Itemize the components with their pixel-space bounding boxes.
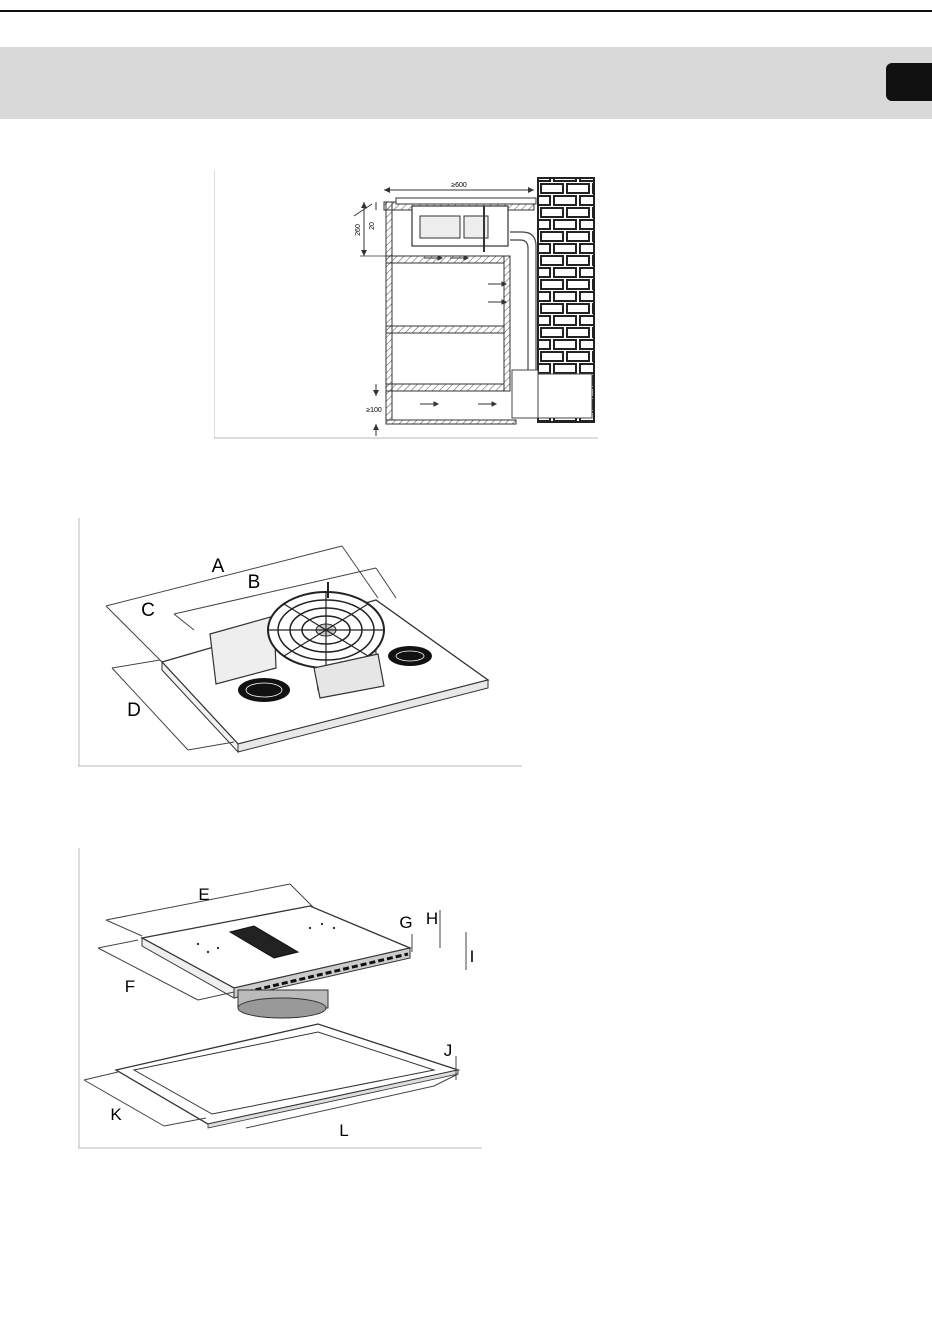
dim-gap-label: 20 (369, 222, 376, 230)
dim-bottom-label: ≥100 (366, 407, 382, 414)
label-i: I (470, 947, 475, 966)
extractor-fan (268, 582, 384, 668)
label-h: H (426, 909, 438, 928)
language-tab (886, 63, 932, 101)
label-f: F (125, 977, 135, 996)
dim-height-label: 260 (355, 224, 362, 236)
label-a: A (212, 556, 225, 577)
hob-cutout-drawing: E F G H I J K L (78, 848, 482, 1150)
label-g: G (399, 913, 412, 932)
label-b: B (248, 572, 261, 593)
label-e: E (198, 885, 209, 904)
header-band (0, 47, 932, 119)
hob-underside-figure: A B C D (78, 518, 522, 768)
installation-section-drawing: ≥600 260 20 ≥100 (214, 170, 598, 440)
top-rule (0, 10, 932, 12)
label-l: L (339, 1121, 348, 1140)
label-k: K (110, 1105, 122, 1124)
hob-cutout-figure: E F G H I J K L (78, 848, 482, 1150)
label-d: D (127, 700, 141, 721)
hob-underside-drawing: A B C D (78, 518, 522, 768)
induction-coil (388, 646, 432, 666)
installation-section-figure: ≥600 260 20 ≥100 (214, 170, 598, 440)
dim-width-label: ≥600 (451, 182, 467, 189)
label-c: C (141, 600, 155, 621)
label-j: J (444, 1041, 453, 1060)
